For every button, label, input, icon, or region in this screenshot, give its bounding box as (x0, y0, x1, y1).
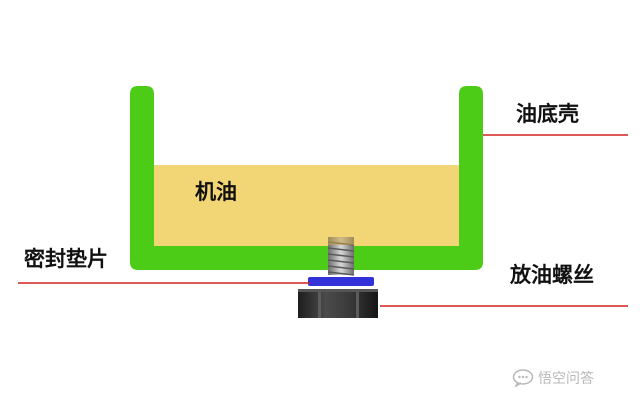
chat-bubble-icon (512, 369, 534, 388)
sealing-gasket-label: 密封垫片 (24, 247, 108, 271)
sealing-gasket (308, 277, 374, 286)
oil-pan-label: 油底壳 (516, 102, 579, 126)
engine-oil-fill (154, 165, 459, 246)
drain-plug-head (298, 289, 378, 318)
drain-plug-threads (327, 237, 355, 276)
watermark-text: 悟空问答 (538, 371, 594, 387)
watermark: 悟空问答 (512, 368, 594, 388)
oil-pan-shell (130, 86, 483, 270)
engine-oil-label: 机油 (195, 180, 237, 204)
drain-plug-label: 放油螺丝 (510, 263, 594, 287)
